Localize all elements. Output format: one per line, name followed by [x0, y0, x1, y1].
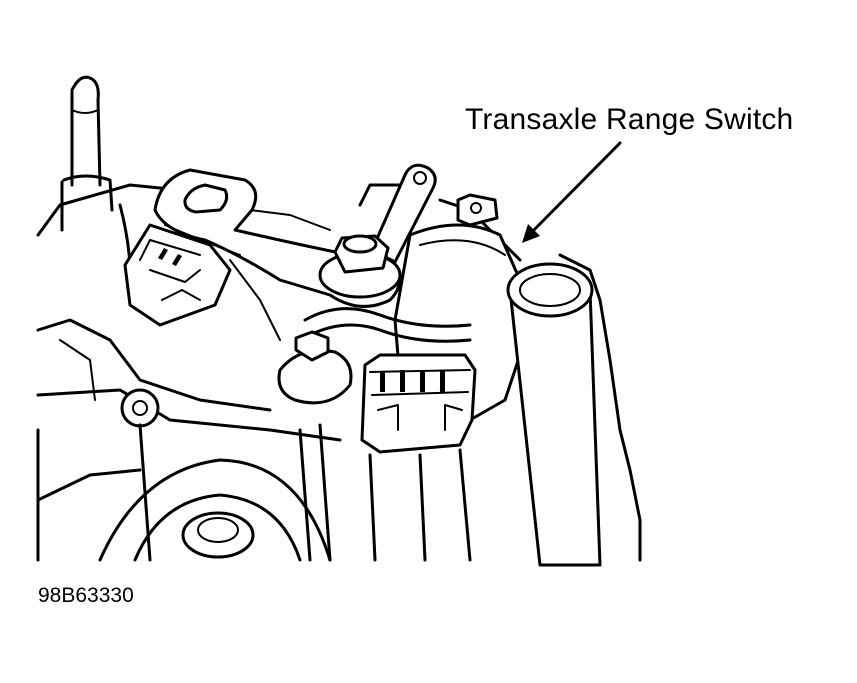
figure-id: 98B63330: [38, 584, 134, 607]
lever-nut: [318, 234, 402, 299]
vent-tube: [506, 262, 602, 567]
lower-case-ribs: [36, 388, 472, 562]
range-lever-arm: [370, 163, 437, 264]
wiring-harness: [303, 307, 472, 343]
output-flange: [98, 458, 332, 562]
mounting-bolt: [277, 330, 353, 405]
shift-cable-connector: [123, 223, 232, 327]
switch-electrical-connector: [360, 353, 477, 454]
selector-shaft: [60, 75, 132, 267]
transaxle-case: [36, 183, 642, 562]
callout-leader-arrow: [522, 141, 622, 243]
callout-label: Transaxle Range Switch: [465, 103, 794, 136]
